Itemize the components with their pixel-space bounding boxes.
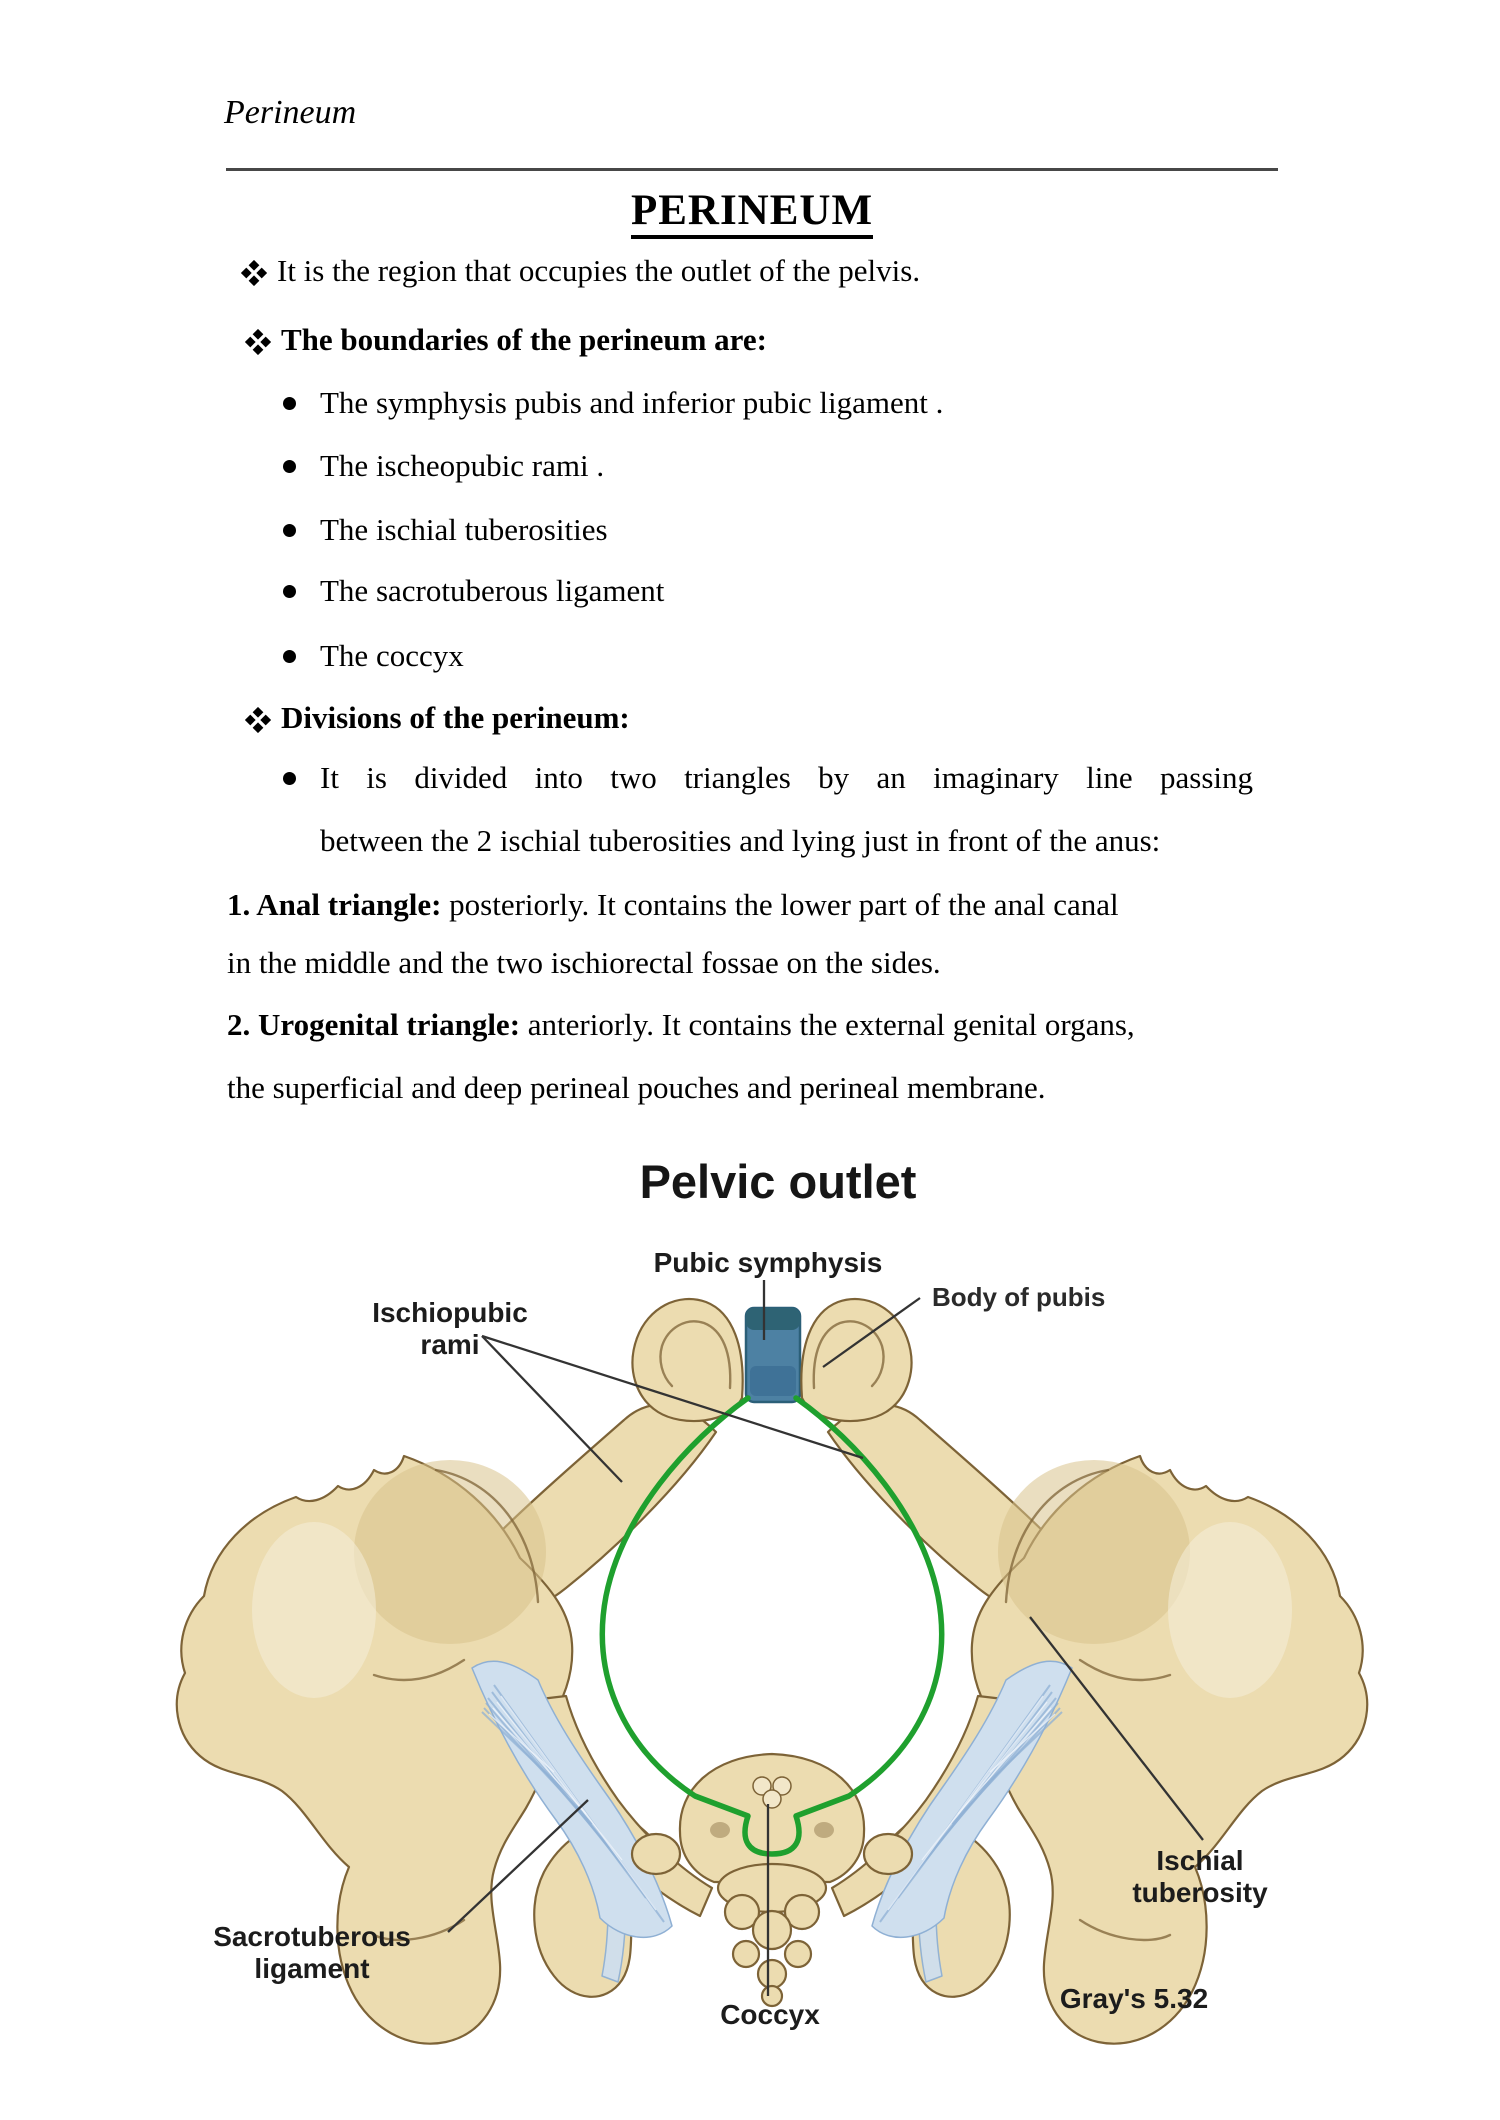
label-body-of-pubis: Body of pubis <box>932 1282 1105 1312</box>
header-divider <box>226 168 1278 171</box>
figure-title: Pelvic outlet <box>640 1155 917 1208</box>
paragraph-text: posteriorly. It contains the lower part … <box>441 887 1119 922</box>
ligament-fibers <box>879 1684 1063 1923</box>
sacrotuberous-leader <box>447 1799 589 1933</box>
label-sacrotuberous-line1: Sacrotuberous <box>213 1921 411 1952</box>
paragraph-line: in the middle and the two ischiorectal f… <box>227 945 941 980</box>
paragraph-line: 1. Anal triangle: posteriorly. It contai… <box>227 887 1119 923</box>
dot-bullet-icon <box>283 585 296 598</box>
leader-lines <box>447 1280 1204 1996</box>
running-header: Perineum <box>224 94 357 131</box>
numbered-lead: 1. Anal triangle: <box>227 887 442 922</box>
ischiopubic-leader-left <box>481 1335 623 1483</box>
label-coccyx: Coccyx <box>720 1999 820 2030</box>
label-sacrotuberous-line2: ligament <box>254 1953 369 1984</box>
paragraph-text: anteriorly. It contains the external gen… <box>520 1007 1135 1042</box>
diamond-bullet-icon <box>241 260 267 286</box>
ischiopubic-leader-right <box>481 1334 864 1460</box>
diamond-bullet-icon <box>245 329 271 355</box>
paragraph-line: between the 2 ischial tuberosities and l… <box>320 823 1161 858</box>
label-ischiopubic-rami-line2: rami <box>420 1329 479 1360</box>
paragraph-line: It is divided into two triangles by an i… <box>320 760 1253 795</box>
diamond-bullet-icon <box>245 707 271 733</box>
paragraph-line: 2. Urogenital triangle: anteriorly. It c… <box>227 1007 1135 1043</box>
paragraph-line: the superficial and deep perineal pouche… <box>227 1070 1046 1105</box>
dot-bullet-icon <box>283 397 296 410</box>
section-heading: The boundaries of the perineum are: <box>281 322 767 357</box>
dot-bullet-icon <box>283 772 296 785</box>
list-item: The coccyx <box>320 638 464 673</box>
label-ischial-tuberosity-line1: Ischial <box>1156 1845 1243 1876</box>
label-ischiopubic-rami-line1: Ischiopubic <box>372 1297 528 1328</box>
list-item: The symphysis pubis and inferior pubic l… <box>320 385 944 420</box>
list-item: The sacrotuberous ligament <box>320 573 665 608</box>
page-title: PERINEUM <box>226 186 1278 239</box>
dot-bullet-icon <box>283 460 296 473</box>
pelvic-outlet-figure: Pelvic outlet Pubic symphysis Body of pu… <box>175 1155 1369 2045</box>
label-pubic-symphysis: Pubic symphysis <box>654 1247 883 1278</box>
body-of-pubis-leader <box>822 1297 921 1368</box>
pubic-symphysis-shape <box>744 1306 802 1404</box>
label-ischial-tuberosity-line2: tuberosity <box>1132 1877 1268 1908</box>
dot-bullet-icon <box>283 524 296 537</box>
hip-bone <box>800 1297 1369 2045</box>
list-item: The ischial tuberosities <box>320 512 608 547</box>
list-item: The ischeopubic rami . <box>320 448 605 483</box>
page-title-text: PERINEUM <box>630 187 874 239</box>
dot-bullet-icon <box>283 650 296 663</box>
numbered-lead: 2. Urogenital triangle: <box>227 1007 521 1042</box>
figure-caption: Gray's 5.32 <box>1060 1983 1208 2014</box>
sacrum-shape <box>630 1752 914 2008</box>
pelvic-outlet-outline <box>599 1395 945 1857</box>
ischial-tuberosity-leader <box>1029 1616 1204 1841</box>
section-heading: Divisions of the perineum: <box>281 700 630 735</box>
paragraph-line: It is the region that occupies the outle… <box>277 253 921 288</box>
coccyx-tip <box>752 1776 792 1809</box>
